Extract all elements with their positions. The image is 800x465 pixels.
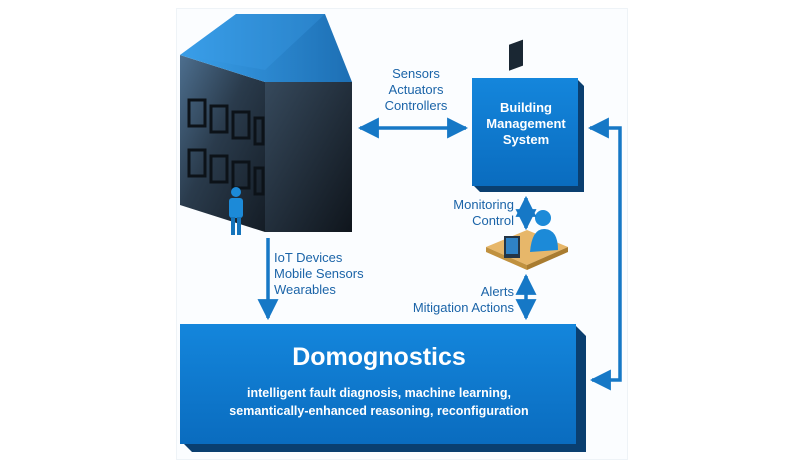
iot-label-group: IoT Devices Mobile Sensors Wearables	[274, 250, 364, 298]
bms-box	[472, 78, 584, 192]
monitoring-label-group: Monitoring Control	[430, 197, 514, 229]
iot-devices-label: IoT Devices	[274, 250, 343, 265]
alerts-label-group: Alerts Mitigation Actions	[390, 284, 514, 316]
sensors-label-group: Sensors Actuators Controllers	[375, 66, 457, 114]
mitigation-actions-label: Mitigation Actions	[412, 300, 514, 315]
person-icon	[229, 187, 243, 235]
domognostics-subtitle-line-2: semantically-enhanced reasoning, reconfi…	[229, 404, 529, 418]
alerts-label: Alerts	[480, 284, 514, 299]
wearables-label: Wearables	[274, 282, 336, 297]
operator-workstation-icon	[486, 39, 568, 270]
monitoring-label: Monitoring	[453, 197, 514, 212]
domognostics-title: Domognostics	[292, 343, 466, 371]
bms-title-line-1: Building	[500, 100, 552, 115]
bms-title-line-3: System	[502, 132, 550, 147]
mobile-sensors-label: Mobile Sensors	[274, 266, 364, 281]
domognostics-subtitle: intelligent fault diagnosis, machine lea…	[184, 384, 574, 420]
actuators-label: Actuators	[388, 82, 444, 97]
sensors-label: Sensors	[392, 66, 440, 81]
control-label: Control	[472, 213, 514, 228]
controllers-label: Controllers	[384, 98, 448, 113]
bms-title: Building Management System	[474, 100, 578, 148]
bms-title-line-2: Management	[486, 116, 566, 131]
building-icon	[180, 14, 352, 232]
domognostics-subtitle-line-1: intelligent fault diagnosis, machine lea…	[247, 386, 511, 400]
bms-domognostics-loop-arrow	[587, 117, 622, 391]
domognostics-box	[180, 324, 586, 452]
